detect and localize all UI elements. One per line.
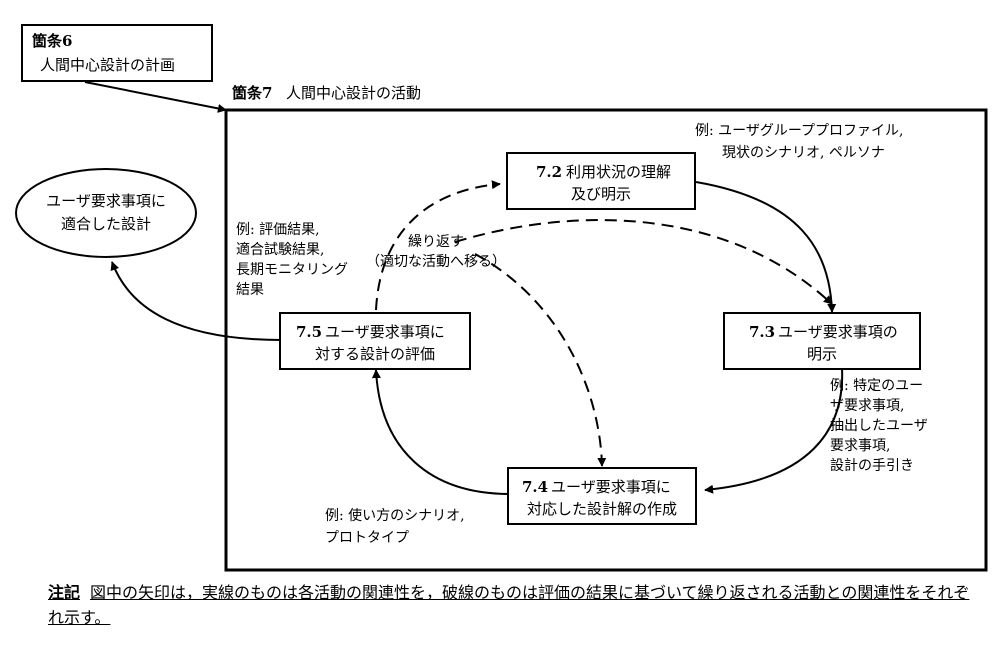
iterate-to-73-arrow: [454, 219, 833, 305]
footnote-label: 注記: [48, 583, 81, 602]
box-7-5-line1: ユーザ要求事項に: [325, 323, 445, 341]
example-7-2-line2: 現状のシナリオ, ペルソナ: [722, 145, 885, 161]
footnote-text: 図中の矢印は，実線のものは各活動の関連性を，破線のものは評価の結果に基づいて繰り…: [48, 583, 970, 627]
box-7-3-line2: 明示: [807, 345, 837, 363]
iterate-label: 繰り返す （適切な活動へ移る）: [366, 234, 506, 270]
box-7-3: 7.3 ユーザ要求事項の 明示: [723, 312, 921, 370]
example-7-4-line1: 例: 使い方のシナリオ,: [325, 507, 465, 524]
arrow-75-to-outcome: [110, 261, 283, 341]
clause7-heading: 箇条7 人間中心設計の活動: [231, 84, 421, 102]
box-7-2: 7.2 利用状況の理解 及び明示: [506, 152, 696, 210]
example-7-5-line2: 適合試験結果,: [236, 241, 324, 258]
box-7-5-line2: 対する設計の評価: [315, 345, 435, 363]
clause6-label: 箇条6: [31, 32, 72, 50]
box-7-4: 7.4 ユーザ要求事項に 対応した設計解の作成: [507, 467, 697, 525]
box-7-4-num: 7.4: [522, 478, 548, 496]
example-7-3-line4: 要求事項,: [830, 438, 890, 454]
iterate-to-74-arrow: [474, 253, 607, 467]
box-7-3-num: 7.3: [749, 323, 775, 341]
box-7-4-line1: ユーザ要求事項に: [551, 478, 671, 496]
box-7-2-line2: 及び明示: [571, 185, 631, 203]
clause7-frame: [224, 108, 988, 572]
outcome-ellipse: ユーザ要求事項に 適合した設計: [15, 168, 197, 258]
clause6-box: 箇条6 人間中心設計の計画: [21, 24, 213, 82]
clause6-to-clause7-arrow: [84, 81, 227, 113]
arrow-74-to-75: [371, 369, 511, 495]
example-7-4: 例: 使い方のシナリオ, プロトタイプ: [325, 507, 465, 546]
example-7-2: 例: ユーザグループプロファイル, 現状のシナリオ, ペルソナ: [695, 123, 904, 161]
example-7-2-line1: 例: ユーザグループプロファイル,: [695, 123, 904, 139]
box-7-2-line1: 利用状況の理解: [566, 163, 671, 181]
iterate-line2: （適切な活動へ移る）: [366, 253, 506, 270]
example-7-5-line4: 結果: [236, 282, 264, 298]
example-7-5: 例: 評価結果, 適合試験結果, 長期モニタリング 結果: [236, 222, 348, 298]
arrow-72-to-73: [695, 181, 837, 313]
box-7-4-line2: 対応した設計解の作成: [527, 500, 677, 518]
clause7-label: 箇条7: [231, 84, 272, 102]
box-7-5: 7.5 ユーザ要求事項に 対する設計の評価: [279, 312, 471, 370]
box-7-3-line1: ユーザ要求事項の: [778, 323, 898, 341]
example-7-3: 例: 特定のユー ザ要求事項, 抽出したユーザ 要求事項, 設計の手引き: [830, 378, 928, 474]
example-7-3-line3: 抽出したユーザ: [830, 418, 928, 434]
example-7-3-line5: 設計の手引き: [830, 458, 914, 474]
footnote: 注記図中の矢印は，実線のものは各活動の関連性を，破線のものは評価の結果に基づいて…: [48, 580, 983, 630]
iterate-to-72-arrow: [375, 180, 501, 311]
clause7-title: 人間中心設計の活動: [286, 84, 421, 102]
example-7-5-line1: 例: 評価結果,: [236, 222, 320, 238]
iterate-line1: 繰り返す: [408, 234, 464, 250]
example-7-5-line3: 長期モニタリング: [236, 262, 348, 278]
box-7-5-num: 7.5: [296, 323, 322, 341]
outcome-line1: ユーザ要求事項に: [46, 192, 166, 210]
arrow-73-to-74: [704, 367, 844, 494]
box-7-2-num: 7.2: [536, 163, 562, 181]
example-7-3-line2: ザ要求事項,: [830, 398, 904, 414]
outcome-line2: 適合した設計: [61, 215, 151, 233]
example-7-4-line2: プロトタイプ: [325, 530, 409, 546]
example-7-3-line1: 例: 特定のユー: [830, 378, 923, 394]
clause6-title: 人間中心設計の計画: [40, 56, 175, 74]
